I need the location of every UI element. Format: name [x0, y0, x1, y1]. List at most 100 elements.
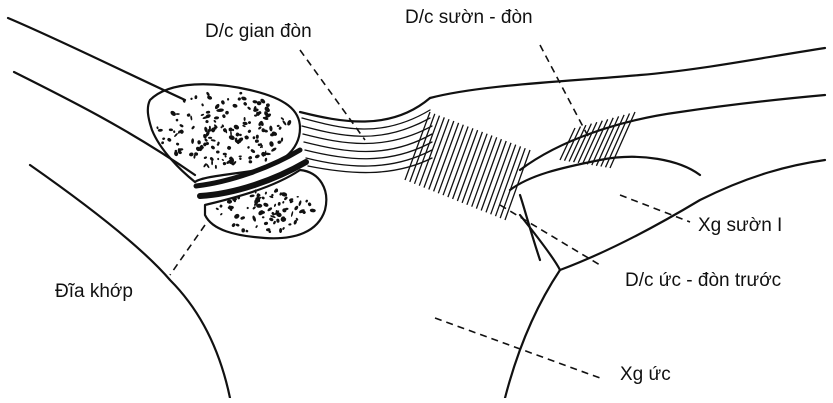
- stipple-dot: [255, 139, 259, 143]
- stipple-dot: [264, 221, 269, 225]
- ligament-fiber: [419, 117, 444, 185]
- leader-first-rib: [620, 195, 690, 222]
- stipple-dot: [228, 206, 234, 210]
- ligament-fiber: [405, 112, 430, 180]
- stipple-dot: [240, 216, 246, 221]
- stipple-dot: [204, 138, 208, 142]
- stipple-dot: [281, 192, 288, 198]
- stipple-dot: [244, 117, 246, 121]
- stipple-dot: [256, 204, 262, 208]
- stipple-dot: [262, 216, 265, 218]
- label-sternum: Xg ức: [620, 365, 671, 384]
- stipple-dot: [238, 155, 242, 157]
- stipple-dot: [261, 196, 265, 200]
- stipple-dot: [174, 133, 179, 138]
- stipple-dot: [179, 124, 184, 128]
- ligament-fiber: [574, 124, 592, 163]
- ligament-fiber: [578, 122, 597, 163]
- label-articular-disc: Đĩa khớp: [55, 282, 133, 301]
- stipple-dot: [282, 120, 287, 126]
- stipple-dot: [267, 207, 273, 212]
- stipple-dot: [191, 138, 194, 144]
- stipple-dot: [283, 196, 288, 201]
- ligament-fiber: [476, 139, 501, 209]
- ligament-fiber: [491, 145, 516, 215]
- stipple-dot: [214, 116, 220, 120]
- stipple-dot: [307, 202, 311, 207]
- ligament-fiber: [410, 114, 435, 182]
- stipple-dot: [233, 213, 240, 220]
- stipple-dot: [231, 222, 236, 227]
- stipple-dot: [253, 136, 256, 139]
- stipple-dot: [210, 145, 215, 150]
- stipple-dot: [265, 191, 268, 194]
- stipple-dot: [173, 130, 176, 133]
- label-interclavicular-ligament: D/c gian đòn: [205, 22, 312, 41]
- stipple-dot: [162, 137, 166, 140]
- stipple-dot: [294, 205, 300, 211]
- anterior-sternoclavicular-ligament-fibers: [405, 112, 530, 220]
- ligament-fiber: [472, 137, 497, 206]
- stipple-dot: [249, 194, 254, 197]
- ligament-fiber: [448, 128, 473, 197]
- stipple-dot: [203, 156, 207, 159]
- ligament-fiber: [415, 116, 440, 184]
- stipple-dot: [189, 152, 195, 157]
- stipple-dot: [197, 140, 201, 145]
- stipple-dot: [215, 207, 219, 210]
- stipple-dot: [174, 151, 179, 157]
- stipple-dot: [191, 125, 195, 130]
- stipple-dot: [241, 228, 245, 232]
- stipple-dot: [239, 134, 242, 137]
- stipple-dot: [247, 129, 252, 134]
- stipple-dot: [205, 163, 209, 169]
- ligament-fiber: [424, 119, 449, 187]
- stipple-dot: [252, 206, 256, 210]
- stipple-dot: [258, 126, 262, 130]
- stipple-dot: [217, 158, 219, 161]
- stipple-dot: [216, 150, 220, 153]
- stipple-dot: [225, 111, 229, 115]
- stipple-dot: [252, 215, 257, 222]
- stipple-dot: [291, 211, 294, 217]
- label-first-rib-cartilage: Xg sườn I: [698, 216, 782, 235]
- stipple-dot: [175, 118, 179, 122]
- stipple-dot: [248, 155, 253, 160]
- stipple-dot: [305, 199, 309, 203]
- ligament-fiber: [438, 125, 463, 194]
- stipple-dot: [273, 220, 277, 224]
- ligament-fiber: [569, 125, 586, 161]
- stipple-dot: [263, 202, 269, 208]
- stipple-dot: [219, 204, 223, 208]
- stipple-dot: [279, 228, 282, 233]
- ligament-fiber: [429, 121, 454, 190]
- stipple-dot: [282, 201, 285, 204]
- stipple-dot: [280, 117, 284, 121]
- stipple-dot: [269, 125, 273, 131]
- stipple-dot: [205, 120, 209, 124]
- stipple-dot: [235, 223, 239, 227]
- stipple-dot: [194, 95, 197, 99]
- stipple-dot: [256, 134, 259, 138]
- stipple-dot: [264, 157, 267, 161]
- ligament-fiber: [610, 112, 635, 168]
- ligament-fiber: [505, 150, 530, 220]
- ligament-fiber: [481, 141, 506, 211]
- stipple-dot: [169, 110, 176, 117]
- stipple-dot: [227, 98, 230, 101]
- stipple-dot: [227, 145, 232, 150]
- stipple-dot: [211, 139, 216, 142]
- stipple-dot: [223, 153, 227, 156]
- stipple-dot: [277, 202, 280, 206]
- stipple-dot: [277, 125, 280, 128]
- stipple-dot: [288, 223, 292, 226]
- stipple-dot: [239, 157, 242, 160]
- stipple-dot: [224, 155, 227, 158]
- stipple-dot: [248, 121, 252, 125]
- stipple-dot: [222, 114, 227, 119]
- stipple-dot: [286, 119, 292, 126]
- stipple-dot: [243, 101, 248, 106]
- stipple-dot: [232, 103, 238, 108]
- stipple-dot: [158, 129, 163, 132]
